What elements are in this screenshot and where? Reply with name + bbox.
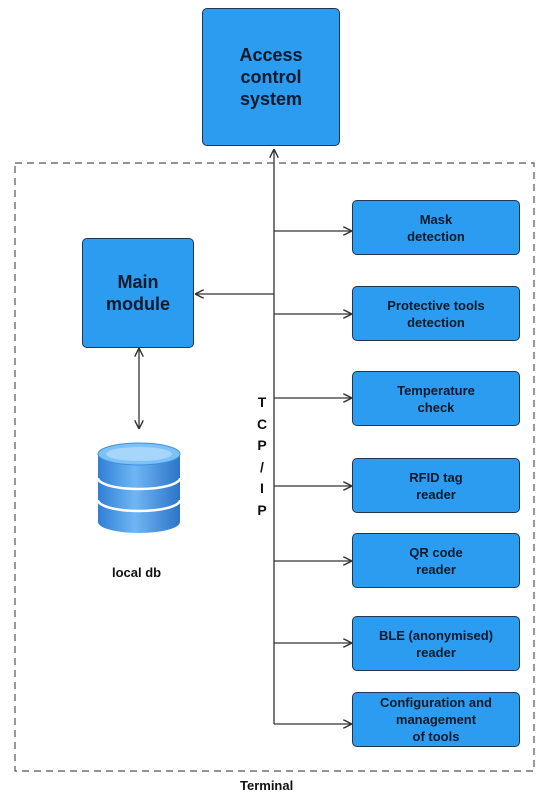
module-line: reader [416,644,456,660]
database-icon [96,442,182,533]
local-db-label: local db [112,565,162,580]
module-line: reader [416,486,456,502]
mask-detection-box: Mask detection [352,200,520,255]
qr-code-reader-box: QR code reader [352,533,520,588]
tcpip-letter: P [257,437,267,453]
tcpip-letter: P [257,501,267,518]
module-line: of tools [412,729,460,744]
main-module-line: Main [117,272,159,292]
module-line: QR code [409,544,463,560]
tcpip-letter: T [257,394,267,410]
rfid-tag-reader-box: RFID tag reader [352,458,520,513]
access-control-line: system [239,89,303,109]
configuration-management-box: Configuration and management of tools [352,692,520,747]
module-line: Protective tools [387,297,485,313]
module-line: Temperature [397,382,475,398]
protective-tools-detection-box: Protective tools detection [352,286,520,341]
main-module-line: module [105,294,170,314]
ble-reader-box: BLE (anonymised) reader [352,616,520,671]
module-line: detection [407,228,465,244]
access-control-line: Access [239,45,303,65]
terminal-label: Terminal [240,778,294,793]
module-line: check [417,399,455,415]
module-line: detection [407,314,465,330]
access-control-line: control [240,67,302,87]
module-line: Mask [419,211,453,227]
tcpip-letter: I [260,480,264,496]
module-line: management [395,712,477,727]
tcpip-label: T C P / I P [252,392,272,521]
module-line: reader [416,561,456,577]
terminal-frame [14,162,535,772]
module-line: Configuration and [380,695,492,710]
module-line: BLE (anonymised) [378,627,494,643]
main-module-box: Main module [82,238,194,348]
tcpip-letter: C [256,415,268,432]
access-control-system-box: Access control system [202,8,340,146]
module-line: RFID tag [409,469,463,485]
tcpip-letter: / [260,458,264,475]
temperature-check-box: Temperature check [352,371,520,426]
